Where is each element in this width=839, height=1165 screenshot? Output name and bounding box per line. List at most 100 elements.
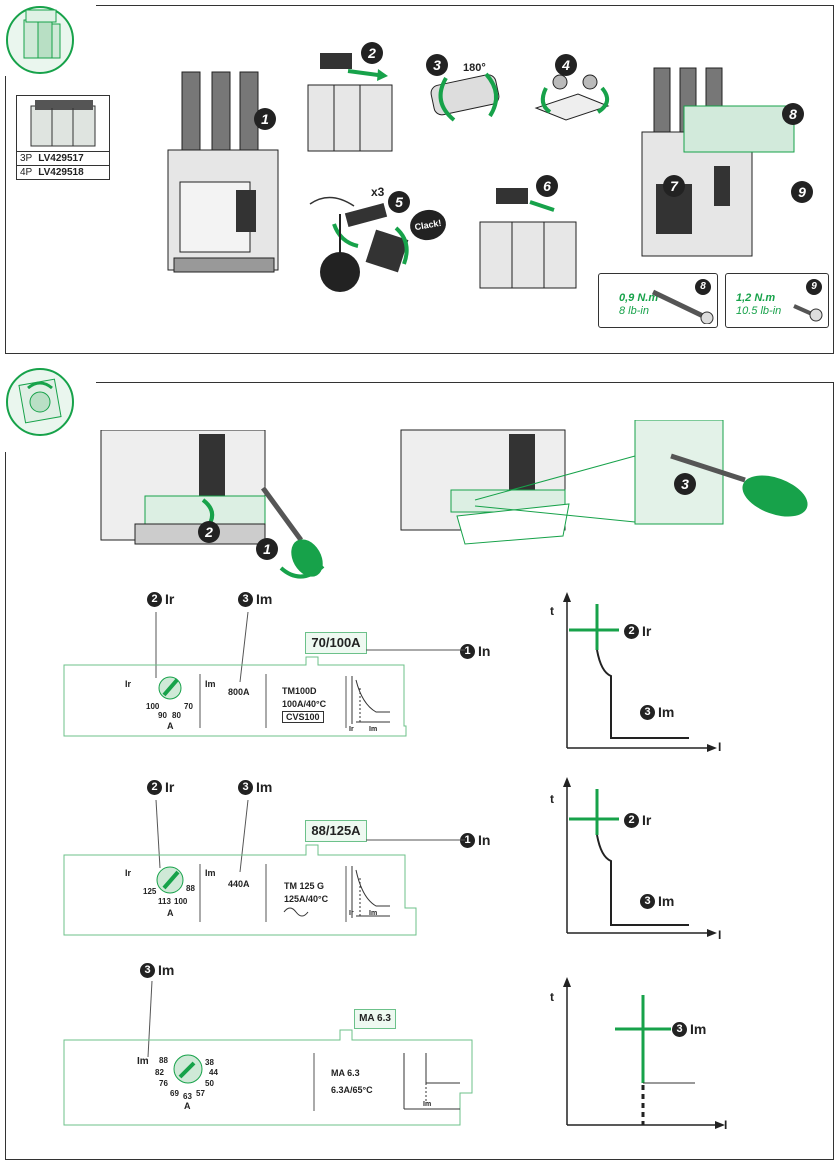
callout-dot: 3 [672, 1021, 687, 1037]
step-badge: 4 [555, 54, 577, 76]
callout-label: Im [158, 962, 175, 978]
dial-mark: 57 [196, 1089, 205, 1098]
dial-mark: 113 [158, 897, 171, 906]
im-value: 440A [228, 879, 250, 889]
dial-mark: 38 [205, 1058, 214, 1067]
step-badge: 2 [361, 42, 383, 64]
callout-label: Ir [642, 812, 652, 828]
table-row: 4P LV429518 [17, 165, 109, 179]
section2-right-border [833, 382, 834, 1160]
dial-mark: 63 [183, 1092, 192, 1101]
dial-mark: 76 [159, 1079, 168, 1088]
step-badge: 1 [254, 108, 276, 130]
torque-nm: 0,9 N.m [619, 292, 659, 304]
dial-mark: 90 [158, 711, 167, 720]
callout-dot: 3 [238, 779, 253, 795]
trip-curve-graph [563, 777, 717, 937]
callout-label: Ir [165, 591, 175, 607]
step-badge: 9 [806, 279, 822, 295]
callout-dot: 2 [624, 812, 639, 828]
breaker-illustration [167, 71, 279, 273]
callout-label: Im [658, 893, 675, 909]
dial-unit: A [167, 721, 174, 731]
shield-removal-illustration [307, 53, 393, 152]
curve-ir-label: Ir [349, 910, 354, 917]
reference-cell: LV429518 [38, 167, 84, 178]
poles-cell: 3P [20, 153, 33, 164]
trip-curve-graph [563, 592, 717, 752]
axis-y-label: t [550, 990, 554, 1004]
im-title: Im [205, 679, 216, 689]
section2-header-line [96, 382, 834, 383]
callout-label: Im [256, 591, 273, 607]
callout-label: Ir [642, 623, 652, 639]
trip-curve-graph [563, 977, 725, 1129]
step-badge: 1 [256, 538, 278, 560]
dial-mark: 125 [143, 887, 157, 896]
dial-mark: 50 [205, 1079, 214, 1088]
step-badge: 8 [695, 279, 711, 295]
axis-x-label: I [718, 928, 722, 942]
poles-cell: 4P [20, 167, 33, 178]
step-badge: 9 [791, 181, 813, 203]
step-badge: 5 [388, 191, 410, 213]
section2-bottom-border [5, 1159, 834, 1160]
section2-left-border [5, 452, 6, 1160]
dial-unit: A [184, 1101, 191, 1111]
step-badge: 2 [198, 521, 220, 543]
product-reference-table: 3P LV429517 4P LV429518 [16, 151, 110, 180]
dial-mark: 82 [155, 1068, 164, 1077]
step-badge: 3 [674, 473, 696, 495]
step-badge: 7 [663, 175, 685, 197]
rating-label: 70/100A [305, 632, 367, 654]
step-badge: 3 [426, 54, 448, 76]
rotate-shield-illustration [430, 72, 500, 122]
im-title: Im [137, 1056, 149, 1067]
screw-icon [793, 304, 823, 322]
ir-title: Ir [125, 868, 132, 878]
trip-unit-plate [63, 980, 473, 1126]
torque-nm: 1,2 N.m [736, 292, 776, 304]
curve-im-label: Im [423, 1101, 432, 1108]
dial-mark: 88 [186, 884, 195, 893]
unit-rating: 6.3A/65°C [331, 1085, 373, 1095]
repeat-label: x3 [371, 185, 385, 199]
trip-unit-plate [63, 799, 465, 936]
section1-left-border [5, 76, 6, 354]
callout-dot: 2 [624, 623, 639, 639]
callout-label: Ir [165, 779, 175, 795]
callout-label: Im [690, 1021, 707, 1037]
fit-shield-illustration [479, 188, 577, 289]
unit-frame: CVS100 [282, 711, 324, 723]
dial-mark: 44 [209, 1068, 218, 1077]
dial-mark: 80 [172, 711, 181, 720]
unit-model: TM100D [282, 686, 317, 696]
unit-rating: 100A/40°C [282, 699, 327, 709]
breaker-shield-installed-illustration [641, 67, 795, 257]
callout-label: In [478, 832, 491, 848]
callout-dot: 2 [147, 779, 162, 795]
dial-unit: A [167, 908, 174, 918]
torque-lbin: 10.5 lb-in [736, 305, 782, 317]
spread-shield-illustration [534, 74, 610, 121]
dial-mark: 100 [174, 897, 188, 906]
adjustment-dial-icon [6, 368, 74, 436]
torque-spec-step8: 8 0,9 N.m 8 lb-in [598, 273, 718, 328]
snap-shield-illustration [309, 196, 409, 292]
im-value: 800A [228, 687, 250, 697]
torque-spec-step9: 9 1,2 N.m 10.5 lb-in [725, 273, 829, 328]
breaker-adjust-illustration [400, 420, 808, 545]
dial-mark: 69 [170, 1089, 179, 1098]
table-row: 3P LV429517 [17, 152, 109, 165]
callout-label: In [478, 643, 491, 659]
callout-dot: 3 [140, 962, 155, 978]
product-image [16, 95, 110, 152]
